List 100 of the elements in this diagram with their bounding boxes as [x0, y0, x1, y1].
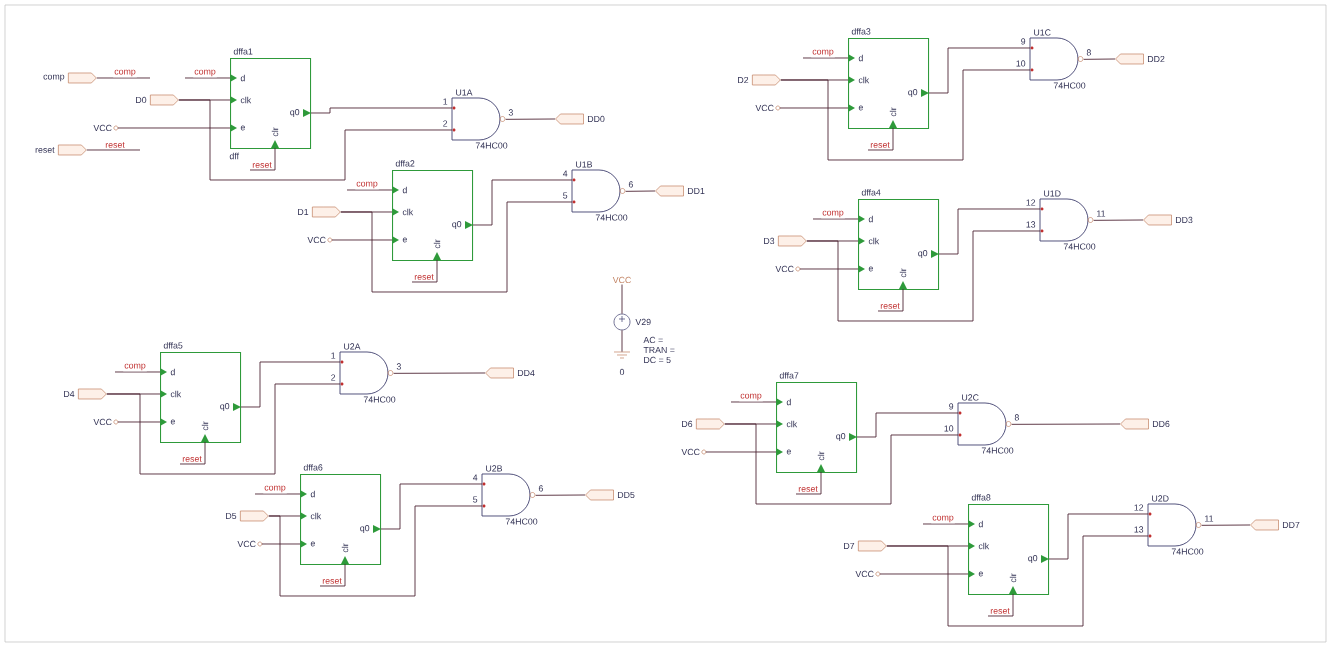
wire [240, 361, 341, 408]
wire [779, 107, 849, 109]
pin-label: clk [310, 512, 322, 520]
pin-label: clk [240, 96, 252, 104]
pin-number: 11 [1097, 210, 1106, 217]
wire [621, 284, 623, 315]
wire [1093, 219, 1144, 221]
pin-label: clr [201, 421, 209, 431]
wire [1011, 423, 1121, 425]
pin-label: clk [170, 390, 182, 398]
net-label: reset [251, 161, 273, 169]
pin-label: q0 [836, 433, 846, 441]
pin-number: 4 [472, 474, 478, 481]
wire [928, 47, 1031, 94]
pin-label: e [240, 125, 245, 131]
pin-number: 5 [563, 192, 568, 199]
port-label: DD7 [1283, 522, 1300, 528]
port-label: D2 [738, 76, 749, 84]
wire [799, 268, 859, 270]
pin-number: 13 [1134, 526, 1144, 533]
pin-number: 2 [331, 374, 336, 381]
wire [724, 423, 959, 505]
component-name: dffa3 [851, 28, 871, 35]
part-label: U1A [456, 89, 473, 96]
wire [254, 493, 301, 495]
component-name: dffa8 [971, 494, 991, 501]
pin-number: 10 [1016, 60, 1026, 67]
pin-label: d [240, 74, 245, 82]
wire [1201, 524, 1251, 526]
port-label: D7 [844, 543, 855, 549]
pin-label: e [310, 541, 315, 547]
part-label: 74HC00 [595, 214, 628, 221]
pin-label: d [786, 398, 791, 406]
pin-label: clr [817, 451, 825, 461]
wire [472, 179, 573, 226]
wire [1048, 513, 1149, 560]
port-label: D4 [64, 391, 75, 397]
part-label: U1D [1044, 190, 1061, 197]
power-label: VCC [93, 124, 119, 132]
pin-label: d [858, 54, 863, 62]
pin-label: clr [889, 107, 897, 117]
component-name: dffa5 [163, 342, 183, 349]
wire [179, 441, 206, 465]
wire [856, 412, 959, 438]
wire [987, 593, 1014, 617]
net-label: reset [869, 141, 891, 149]
part-label: U2C [962, 394, 979, 401]
wire [535, 494, 586, 496]
wire [380, 483, 483, 530]
port-label: DD3 [1176, 216, 1193, 224]
port-label: D3 [764, 237, 775, 245]
wire [938, 208, 1041, 255]
component-name: dffa2 [395, 160, 415, 167]
wire [812, 218, 859, 220]
wire [96, 77, 151, 79]
pin-number: 8 [1086, 49, 1091, 56]
pin-number: 4 [562, 170, 568, 177]
port-label: DD0 [588, 115, 605, 123]
port-label: DD4 [518, 370, 535, 376]
power-label: VCC [93, 418, 119, 426]
pin-number: 8 [1014, 414, 1019, 421]
component-name: dffa6 [303, 464, 323, 471]
pin-label: e [170, 419, 175, 425]
wire [795, 471, 822, 495]
pin-label: e [786, 449, 791, 455]
wire [268, 505, 483, 597]
pin-label: d [310, 490, 315, 498]
wire [310, 107, 453, 114]
part-label: U2D [1152, 495, 1169, 502]
power-label: VCC [612, 276, 631, 284]
wire [114, 371, 161, 373]
wire [106, 383, 341, 475]
component-name: dffa4 [861, 189, 881, 196]
pin-label: q0 [360, 525, 370, 533]
component-name: dffa7 [779, 372, 799, 379]
wire [886, 535, 1149, 627]
net-label: reset [413, 273, 435, 281]
pin-label: d [978, 520, 983, 528]
net-label: comp [739, 392, 763, 402]
source-parameter: DC = 5 [644, 356, 671, 364]
source-parameter: AC = [643, 336, 663, 344]
wire [879, 573, 969, 575]
wire [331, 239, 393, 241]
wire [877, 288, 904, 312]
wire [806, 230, 1041, 322]
wire [867, 127, 894, 151]
port-label: D1 [298, 209, 309, 215]
part-label: 74HC00 [475, 142, 508, 149]
pin-label: e [868, 266, 873, 272]
port-label: D5 [226, 512, 237, 520]
pin-label: clk [868, 237, 880, 245]
pin-number: 10 [944, 425, 954, 432]
pin-label: clr [899, 268, 907, 278]
net-label: comp [123, 362, 147, 372]
wire [117, 127, 231, 129]
wire [340, 201, 573, 293]
port-label: comp [43, 74, 65, 82]
pin-label: clk [978, 542, 990, 550]
pin-label: q0 [452, 221, 462, 229]
pin-label: q0 [908, 89, 918, 97]
